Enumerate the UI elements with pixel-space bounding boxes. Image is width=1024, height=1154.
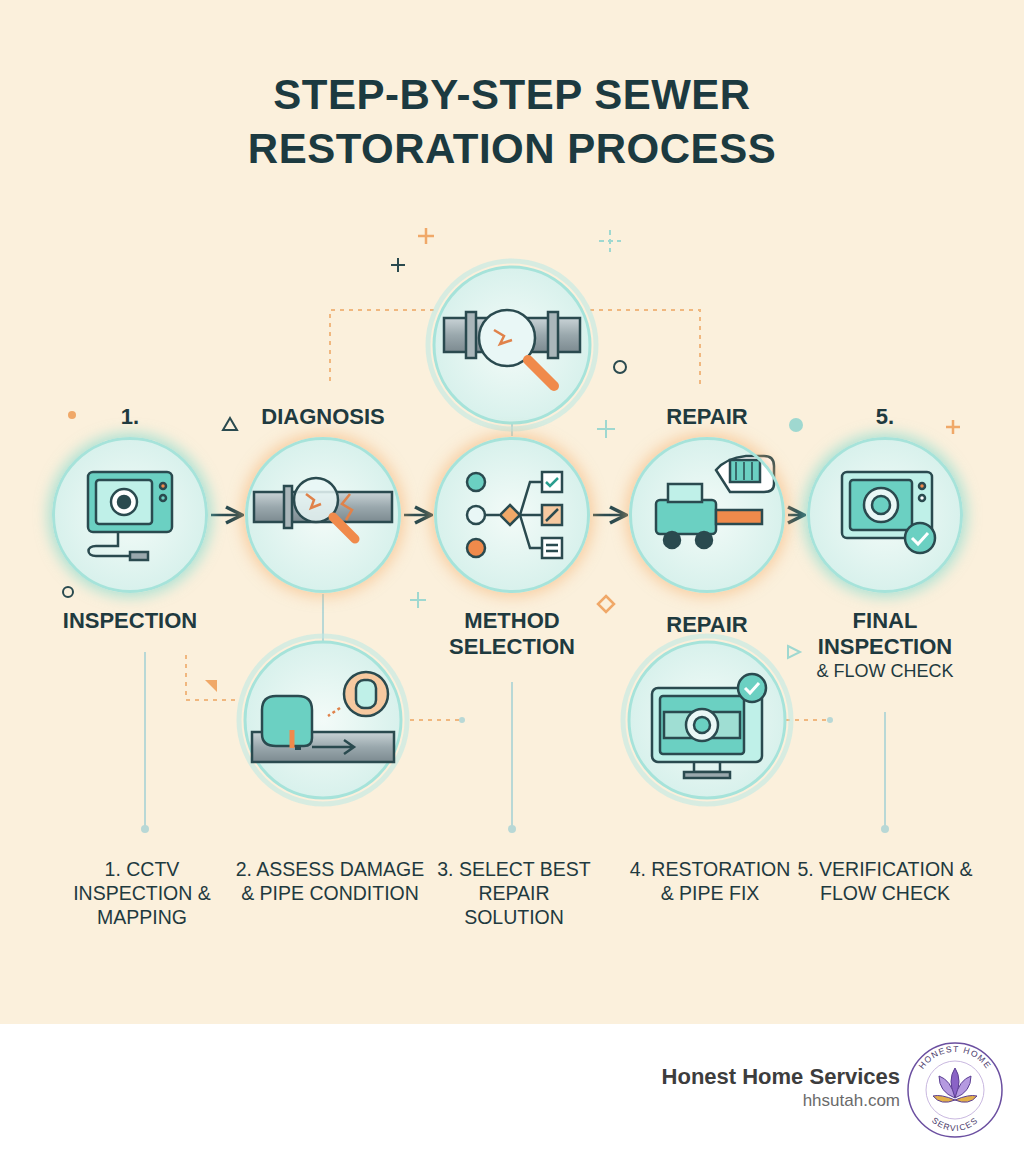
logo-text: SERVICES: [930, 1115, 980, 1133]
heading-column: DIAGNOSIS: [238, 404, 408, 430]
step-heading: 1.: [121, 404, 139, 430]
step-caption: 2. ASSESS DAMAGE & PIPE CONDITION: [235, 857, 425, 905]
flow-arrow: [404, 514, 431, 517]
step-circle: 1.INSPECTION: [52, 437, 208, 593]
company-name: Honest Home Services: [662, 1064, 900, 1090]
step-subheading: & FLOW CHECK: [816, 660, 953, 682]
flow-arrow: [593, 514, 626, 517]
step-heading: INSPECTION: [63, 608, 197, 634]
heading-column: METHOD SELECTION: [427, 608, 597, 660]
heading-column: REPAIR: [627, 404, 787, 430]
step-circle: METHOD SELECTION: [434, 437, 590, 593]
step-caption: 3. SELECT BEST REPAIR SOLUTION: [429, 857, 599, 929]
title: STEP-BY-STEP SEWER RESTORATION PROCESS: [162, 68, 862, 176]
step-heading: DIAGNOSIS: [261, 404, 384, 430]
heading-column: FINAL INSPECTION& FLOW CHECK: [797, 608, 973, 682]
step-caption: 5. VERIFICATION & FLOW CHECK: [790, 857, 980, 905]
heading-column: INSPECTION: [45, 608, 215, 634]
step-circle: REPAIR: [629, 437, 785, 593]
logo-text: HONEST HOME: [916, 1044, 993, 1071]
step-heading: 5.: [876, 404, 894, 430]
flow-arrow: [211, 514, 242, 517]
step-caption: 4. RESTORATION & PIPE FIX: [622, 857, 798, 905]
step-circle: 5.FINAL INSPECTION& FLOW CHECK: [807, 437, 963, 593]
step-caption: 1. CCTV INSPECTION & MAPPING: [54, 857, 230, 929]
heading-column: 5.: [825, 404, 945, 430]
heading-column: 1.: [70, 404, 190, 430]
logo-text: SERVICES: [930, 1115, 980, 1133]
company-url: hhsutah.com: [803, 1090, 900, 1112]
step-heading: METHOD SELECTION: [427, 608, 597, 660]
flow-arrow: [788, 514, 804, 517]
step-circle: DIAGNOSIS: [245, 437, 401, 593]
step-heading: REPAIR: [627, 612, 787, 638]
step-heading: REPAIR: [666, 404, 748, 430]
step-heading: FINAL INSPECTION: [797, 608, 973, 660]
logo-text: HONEST HOME: [916, 1044, 993, 1071]
